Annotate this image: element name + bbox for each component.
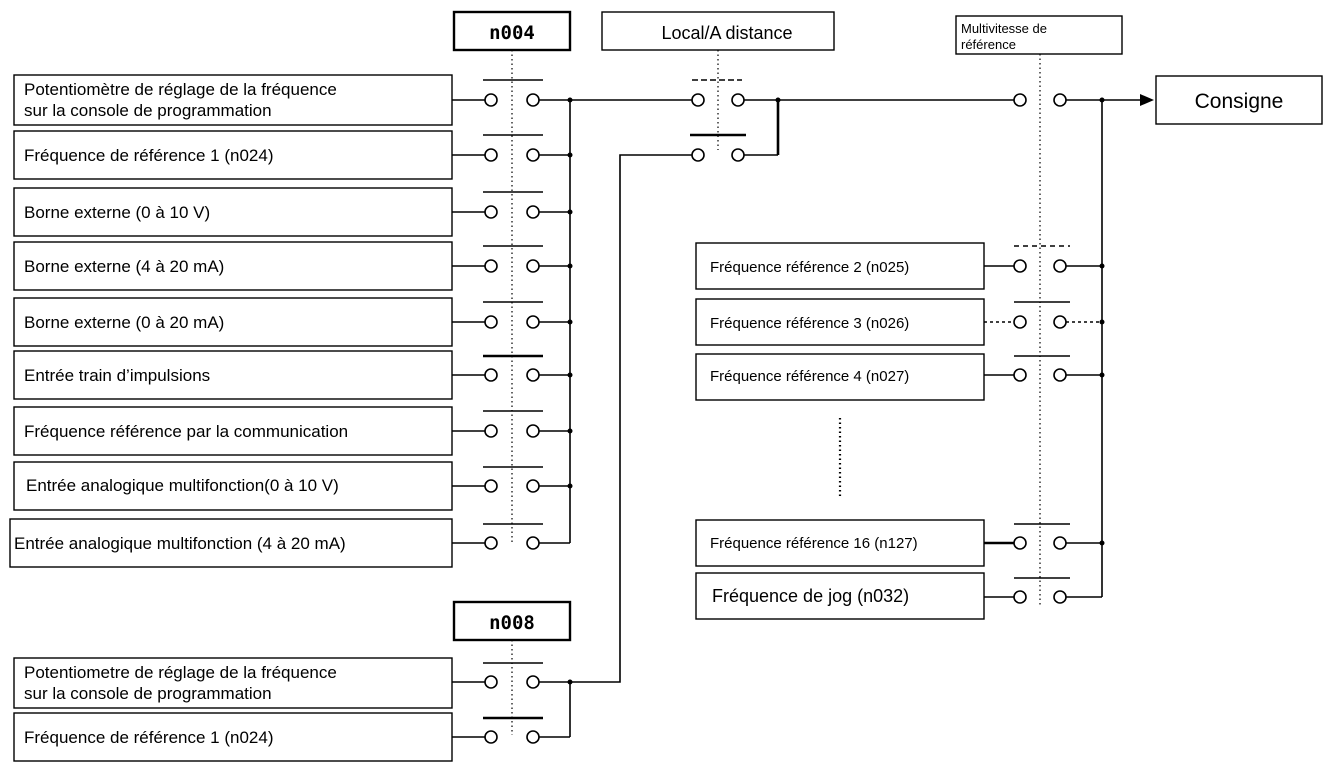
multispeed-input-2-label: Fréquence référence 3 (n026) — [710, 315, 909, 332]
n004-input-6: Entrée train d’impulsions — [13, 350, 570, 400]
multispeed-input-4-label: Fréquence référence 16 (n127) — [710, 535, 918, 552]
multispeed-input-4: Fréquence référence 16 (n127) — [695, 519, 1102, 567]
multispeed-input-3-label: Fréquence référence 4 (n027) — [710, 368, 909, 385]
output-consigne-label: Consigne — [1195, 90, 1284, 113]
n004-input-8: Entrée analogique multifonction(0 à 10 V… — [13, 461, 570, 511]
n008-input-2-label: Fréquence de référence 1 (n024) — [24, 728, 274, 747]
output-arrow-icon — [1140, 94, 1154, 106]
selector-n004: n004 — [452, 10, 572, 52]
n008-input-2: Fréquence de référence 1 (n024) — [13, 712, 570, 762]
n004-input-2: Fréquence de référence 1 (n024) — [13, 130, 570, 180]
n004-input-4-label: Borne externe (4 à 20 mA) — [24, 257, 224, 276]
n004-input-3-label: Borne externe (0 à 10 V) — [24, 203, 210, 222]
selector-n008-label: n008 — [489, 612, 535, 634]
n004-input-1-label-line2: sur la console de programmation — [24, 101, 272, 120]
n004-bus-junctions — [567, 97, 573, 489]
local-remote-switch — [570, 79, 781, 162]
selector-local-remote: Local/A distance — [601, 11, 835, 51]
n004-input-1-label-line1: Potentiomètre de réglage de la fréquence — [24, 80, 337, 99]
multispeed-input-3: Fréquence référence 4 (n027) — [695, 353, 1102, 401]
multispeed-input-5: Fréquence de jog (n032) — [695, 572, 1102, 620]
n004-input-9: Entrée analogique multifonction (4 à 20 … — [9, 518, 570, 568]
n004-input-5-label: Borne externe (0 à 20 mA) — [24, 313, 224, 332]
n004-input-1: Potentiomètre de réglage de la fréquence… — [13, 74, 570, 126]
n004-input-5: Borne externe (0 à 20 mA) — [13, 297, 570, 347]
n008-input-1: Potentiometre de réglage de la fréquence… — [13, 657, 570, 709]
multispeed-bus-junctions — [1099, 97, 1105, 546]
n008-input-1-label-line1: Potentiometre de réglage de la fréquence — [24, 663, 337, 682]
selector-n004-label: n004 — [489, 22, 535, 44]
selector-multispeed-label-line1: Multivitesse de — [961, 21, 1047, 36]
multispeed-input-1-label: Fréquence référence 2 (n025) — [710, 259, 909, 276]
n004-input-9-label: Entrée analogique multifonction (4 à 20 … — [14, 534, 346, 553]
n004-input-4: Borne externe (4 à 20 mA) — [13, 241, 570, 291]
selector-n008: n008 — [452, 600, 572, 642]
output-consigne: Consigne — [1155, 75, 1323, 125]
selector-multispeed: Multivitesse de référence — [955, 15, 1123, 55]
multispeed-input-2: Fréquence référence 3 (n026) — [695, 298, 1102, 346]
n004-input-3: Borne externe (0 à 10 V) — [13, 187, 570, 237]
n004-input-7-label: Fréquence référence par la communication — [24, 422, 348, 441]
multispeed-input-1: Fréquence référence 2 (n025) — [695, 242, 1102, 290]
selector-local-remote-label: Local/A distance — [661, 23, 792, 43]
selector-multispeed-label-line2: référence — [961, 37, 1016, 52]
n004-input-2-label: Fréquence de référence 1 (n024) — [24, 146, 274, 165]
n004-input-8-label: Entrée analogique multifonction(0 à 10 V… — [26, 476, 339, 495]
multispeed-input-5-label: Fréquence de jog (n032) — [712, 586, 909, 606]
n008-input-1-label-line2: sur la console de programmation — [24, 684, 272, 703]
n008-to-local-remote-wire — [570, 154, 692, 683]
n004-input-6-label: Entrée train d’impulsions — [24, 366, 210, 385]
multispeed-main-contact — [1013, 93, 1154, 107]
n004-input-7: Fréquence référence par la communication — [13, 406, 570, 456]
